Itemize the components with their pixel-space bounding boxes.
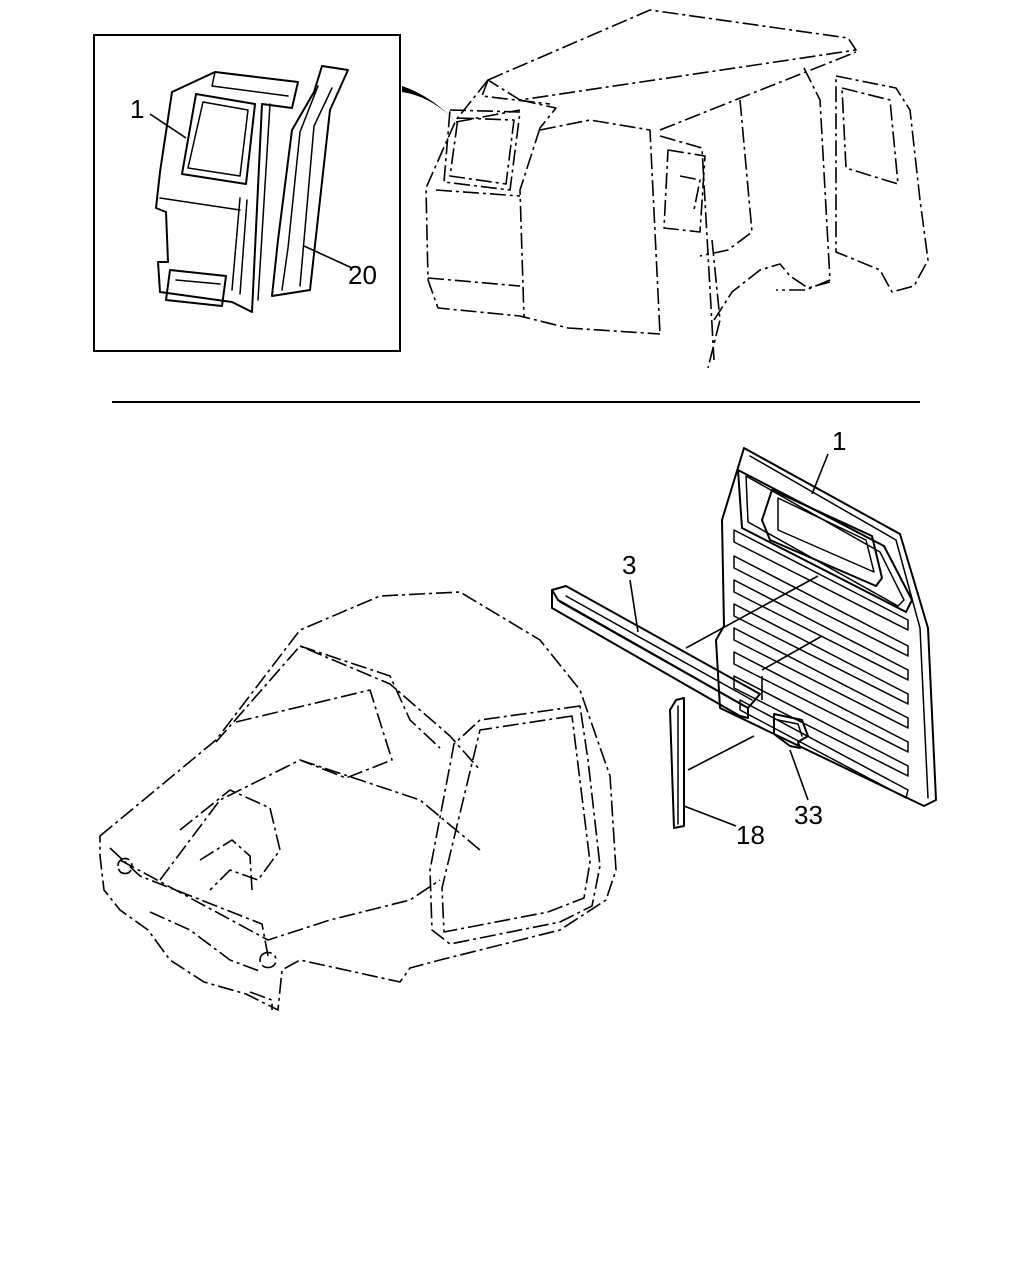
back-panel-part xyxy=(715,447,937,807)
bracket-part xyxy=(773,713,809,749)
callout-back-panel: 1 xyxy=(832,426,846,456)
leader-back-panel xyxy=(811,453,829,495)
rail-part xyxy=(551,585,761,719)
leader-strip xyxy=(683,805,737,827)
leader-rail-to-panel xyxy=(685,575,819,649)
strip-part xyxy=(669,697,685,829)
callout-inset-pillar: 20 xyxy=(348,260,377,290)
crew-cab-outline xyxy=(425,9,929,369)
pointer-arrow xyxy=(402,86,458,124)
leader-inset-panel xyxy=(149,113,187,139)
leader-strip-to-panel xyxy=(687,735,755,771)
regular-cab-outline xyxy=(99,591,617,1011)
leader-rail xyxy=(629,579,639,633)
panel-ribs xyxy=(733,529,909,799)
inset-frame xyxy=(93,34,401,352)
callout-bracket: 33 xyxy=(794,800,823,830)
inset-pillar-part xyxy=(271,65,349,297)
leader-inset-pillar xyxy=(303,245,353,269)
callout-inset-panel: 1 xyxy=(130,94,144,124)
leader-bracket xyxy=(789,749,809,801)
callout-strip: 18 xyxy=(736,820,765,850)
callout-rail: 3 xyxy=(622,550,636,580)
inset-detail: 1 20 xyxy=(93,34,401,352)
inset-corner-panel xyxy=(155,71,299,313)
leader-drop-to-panel xyxy=(761,635,823,671)
